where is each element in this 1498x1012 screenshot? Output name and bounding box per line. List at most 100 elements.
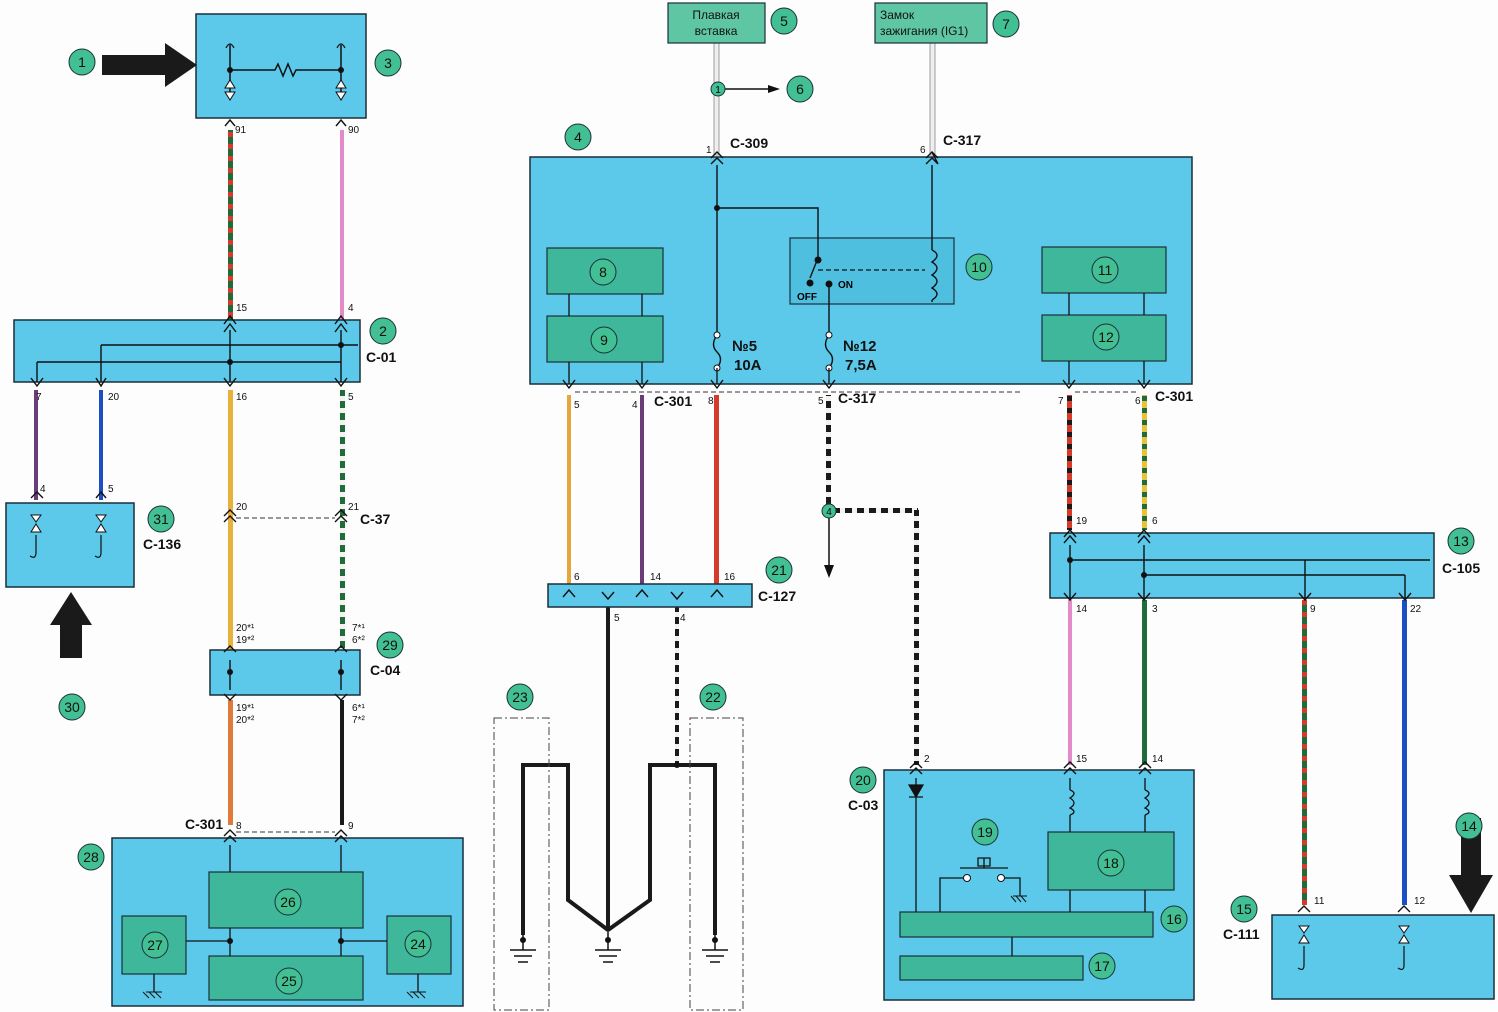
callout-2: 2 <box>369 317 397 345</box>
diode <box>907 784 925 799</box>
wire-20-5 <box>99 390 103 500</box>
conn-c301b: C-301 <box>1155 388 1193 404</box>
svg-text:6*²: 6*² <box>352 635 365 646</box>
relay-coil <box>930 249 938 301</box>
splice-4 <box>821 503 837 519</box>
svg-text:14: 14 <box>1461 818 1477 834</box>
wire-c301-8-c127-16 <box>714 395 719 585</box>
connector-chevrons <box>30 118 1412 913</box>
block-12 <box>1041 314 1167 362</box>
wire-90-4 <box>340 130 344 320</box>
ground-zone-22 <box>689 717 744 1011</box>
svg-text:12: 12 <box>1098 329 1114 345</box>
arrow-1 <box>102 43 197 87</box>
callout-21: 21 <box>765 556 793 584</box>
conn-c301c: C-301 <box>185 816 223 832</box>
svg-text:4: 4 <box>574 129 582 145</box>
callout-10: 10 <box>965 253 993 281</box>
svg-text:7: 7 <box>36 392 42 403</box>
svg-text:20: 20 <box>855 772 871 788</box>
svg-text:26: 26 <box>280 894 296 910</box>
callout-14: 14 <box>1455 812 1483 840</box>
fusible-link-line1: Плавкая <box>692 8 739 22</box>
module-2 <box>13 319 361 383</box>
wire-91-15 <box>228 130 233 320</box>
svg-text:15: 15 <box>1076 754 1088 765</box>
callout-24: 24 <box>404 930 432 958</box>
wire-c301-6-c105-6 <box>1142 395 1147 530</box>
svg-text:14: 14 <box>1152 754 1164 765</box>
callout-13: 13 <box>1447 527 1475 555</box>
arrow-30 <box>50 592 92 658</box>
svg-text:19: 19 <box>977 824 993 840</box>
svg-text:7*²: 7*² <box>352 715 365 726</box>
wire-splice-horizontal <box>828 508 918 513</box>
callout-5: 5 <box>770 7 798 35</box>
conn-c04: C-04 <box>370 662 401 678</box>
svg-text:20*¹: 20*¹ <box>236 623 255 634</box>
relay-off: OFF <box>797 292 817 303</box>
switch-19 <box>939 857 1021 912</box>
wire-6-9 <box>340 700 344 825</box>
svg-text:22: 22 <box>705 689 721 705</box>
callout-17: 17 <box>1088 952 1116 980</box>
svg-text:7*¹: 7*¹ <box>352 623 365 634</box>
conn-c105: C-105 <box>1442 560 1480 576</box>
svg-text:28: 28 <box>83 849 99 865</box>
conn-c317b: C-317 <box>838 390 876 406</box>
callout-6: 6 <box>786 75 814 103</box>
svg-text:9: 9 <box>600 332 608 348</box>
callout-31: 31 <box>147 505 175 533</box>
svg-text:10: 10 <box>971 259 987 275</box>
callout-30: 30 <box>58 693 86 721</box>
callout-1: 1 <box>68 48 96 76</box>
conn-c111: C-111 <box>1223 926 1260 942</box>
svg-text:18: 18 <box>1103 855 1119 871</box>
svg-text:9: 9 <box>1310 604 1316 615</box>
splice-1-label: 1 <box>715 85 721 96</box>
svg-text:11: 11 <box>1314 896 1325 907</box>
fuse-5-num: №5 <box>732 338 757 355</box>
connector-bar-21 <box>547 583 753 608</box>
svg-text:4: 4 <box>632 400 638 411</box>
svg-text:3: 3 <box>384 55 392 71</box>
wire-5-21 <box>340 390 345 650</box>
fuse-5 <box>712 334 722 369</box>
svg-text:1: 1 <box>78 54 86 70</box>
svg-text:7: 7 <box>1058 396 1064 407</box>
conn-c127: C-127 <box>758 588 796 604</box>
fusible-link-line2: вставка <box>695 24 738 38</box>
ground-wire-join <box>606 763 677 932</box>
svg-text:5: 5 <box>614 613 620 624</box>
callout-3: 3 <box>374 49 402 77</box>
callout-18: 18 <box>1097 849 1125 877</box>
wire-19-8 <box>228 700 233 825</box>
svg-text:19: 19 <box>1076 516 1088 527</box>
block-16 <box>899 911 1154 938</box>
wire-7-4 <box>34 390 38 500</box>
ground-zone-23 <box>493 717 550 1011</box>
svg-text:22: 22 <box>1410 604 1422 615</box>
splice-4-label: 4 <box>826 507 832 518</box>
wire-c105-22-c111-12 <box>1402 600 1407 905</box>
svg-text:9: 9 <box>348 821 354 832</box>
callout-28: 28 <box>77 843 105 871</box>
svg-text:16: 16 <box>724 572 736 583</box>
module-15 <box>1271 914 1495 1000</box>
svg-text:91: 91 <box>235 125 247 136</box>
svg-text:31: 31 <box>153 511 169 527</box>
fuse-12 <box>824 334 834 369</box>
svg-text:16: 16 <box>1166 911 1182 927</box>
module-31 <box>5 502 135 588</box>
arrow-14 <box>1449 818 1493 913</box>
svg-text:5: 5 <box>818 396 824 407</box>
wire-c105-3-c03-14 <box>1142 600 1147 765</box>
svg-text:6: 6 <box>920 145 926 156</box>
fuse-5-amp: 10A <box>734 357 762 374</box>
svg-text:5: 5 <box>780 13 788 29</box>
wire-fusible-link <box>713 39 720 156</box>
svg-text:14: 14 <box>1076 604 1088 615</box>
svg-text:23: 23 <box>512 689 528 705</box>
